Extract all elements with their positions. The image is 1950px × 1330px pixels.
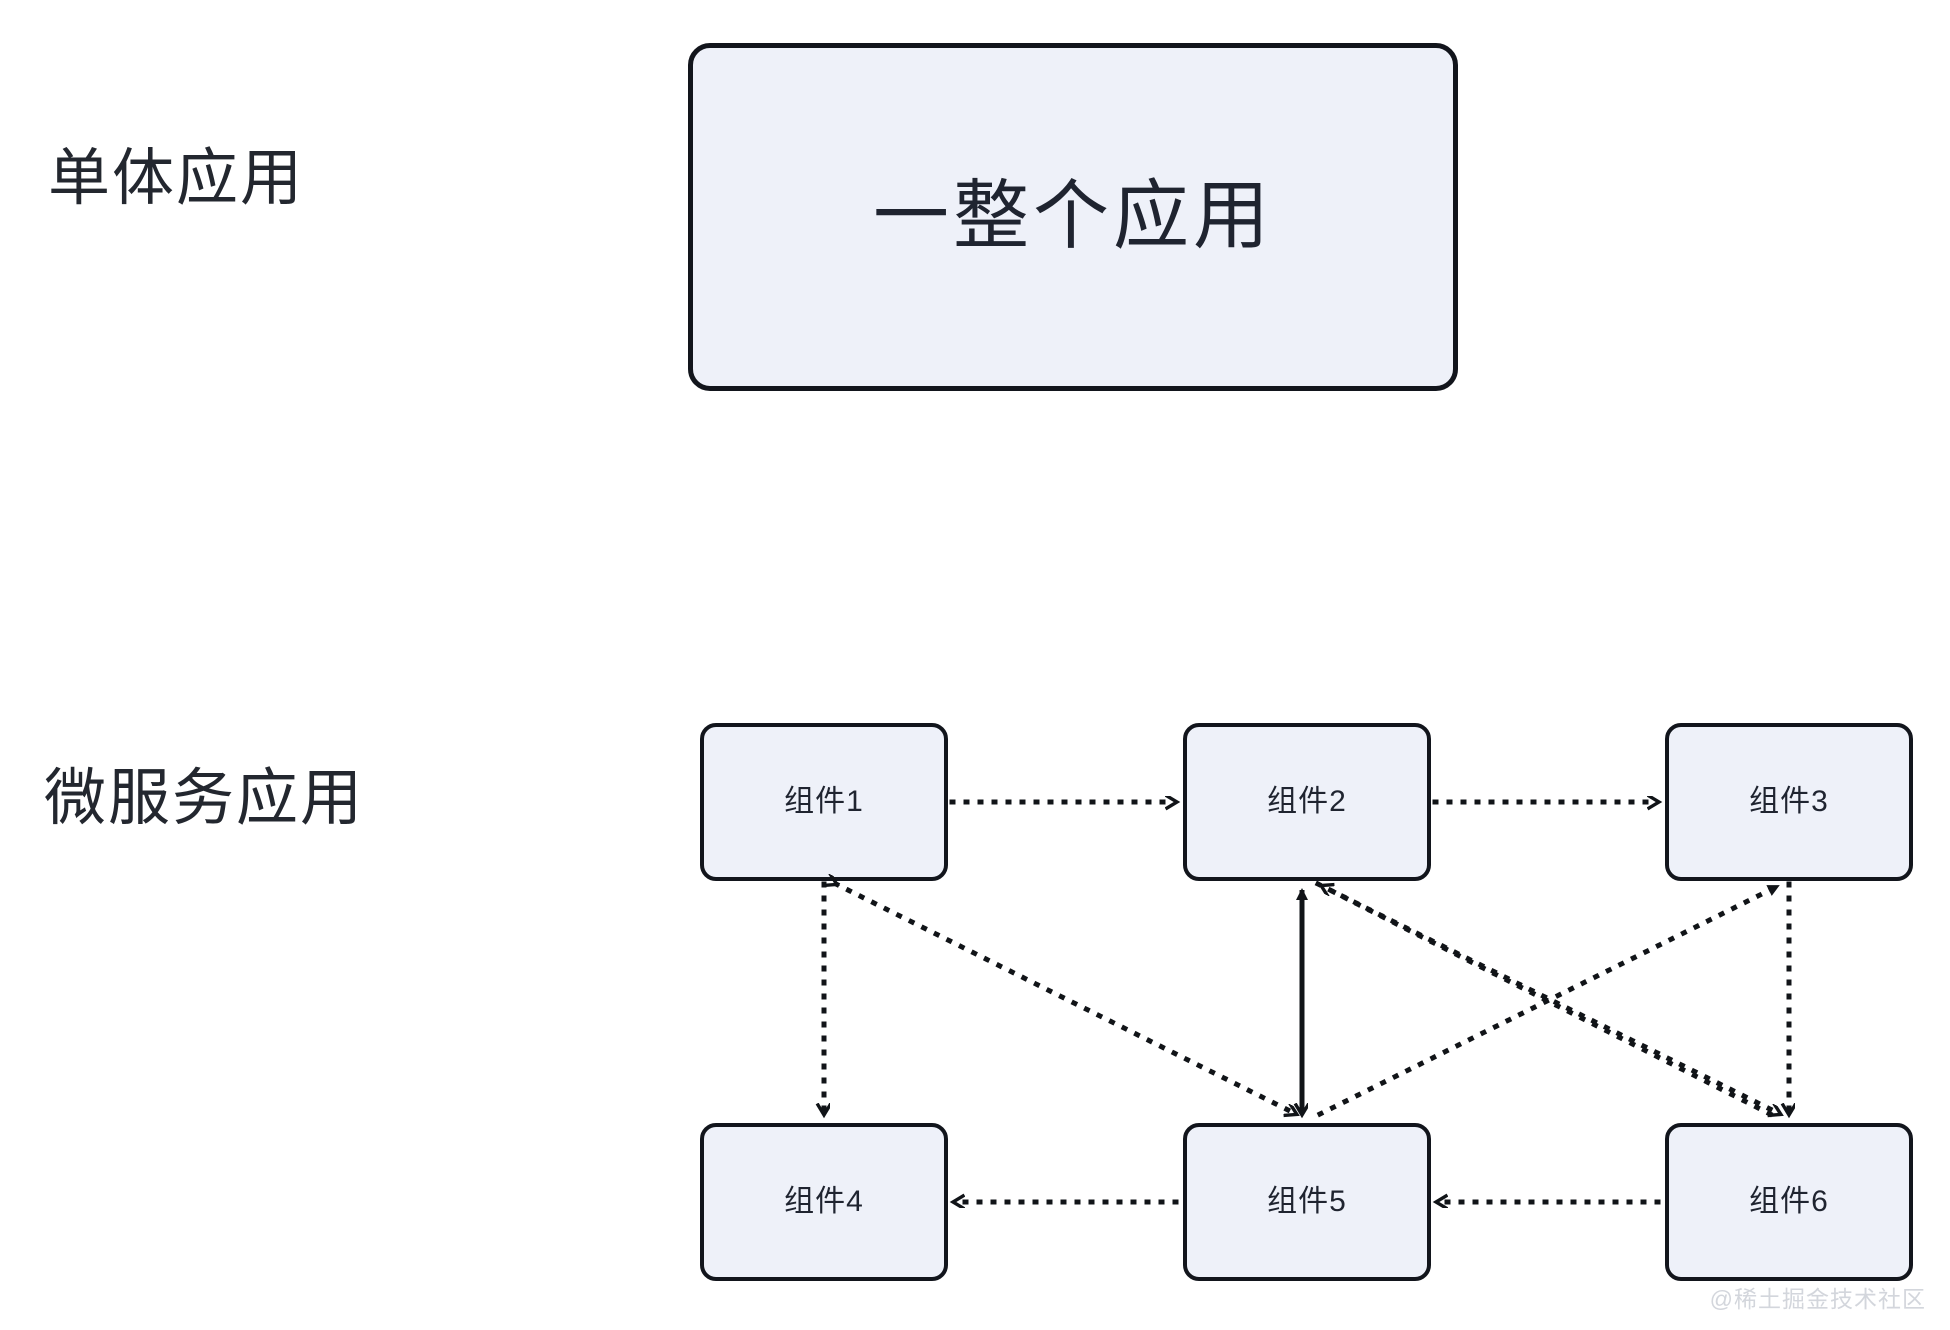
node-monolith-label: 一整个应用 bbox=[873, 174, 1273, 259]
node-component-3-label: 组件3 bbox=[1749, 785, 1829, 818]
edge-c2-to-c6 bbox=[1314, 880, 1780, 1118]
node-component-3[interactable]: 组件3 bbox=[1665, 723, 1913, 881]
node-component-5-label: 组件5 bbox=[1267, 1185, 1347, 1218]
node-component-4[interactable]: 组件4 bbox=[700, 1123, 948, 1281]
node-component-6-label: 组件6 bbox=[1749, 1185, 1829, 1218]
watermark: @稀土掘金技术社区 bbox=[1709, 1286, 1926, 1312]
node-component-6[interactable]: 组件6 bbox=[1665, 1123, 1913, 1281]
edge-c1-c5-diagonal bbox=[836, 884, 1296, 1118]
edge-c6-to-c2 bbox=[1322, 882, 1774, 1118]
edge-c5-to-c3 bbox=[1316, 882, 1782, 1118]
node-component-1-label: 组件1 bbox=[784, 785, 864, 818]
section-title-monolith: 单体应用 bbox=[48, 144, 305, 213]
node-monolith-application[interactable]: 一整个应用 bbox=[688, 43, 1458, 391]
node-component-4-label: 组件4 bbox=[784, 1185, 864, 1218]
node-component-5[interactable]: 组件5 bbox=[1183, 1123, 1431, 1281]
node-component-2[interactable]: 组件2 bbox=[1183, 723, 1431, 881]
node-component-2-label: 组件2 bbox=[1267, 785, 1347, 818]
node-component-1[interactable]: 组件1 bbox=[700, 723, 948, 881]
section-title-microservice: 微服务应用 bbox=[44, 764, 365, 833]
